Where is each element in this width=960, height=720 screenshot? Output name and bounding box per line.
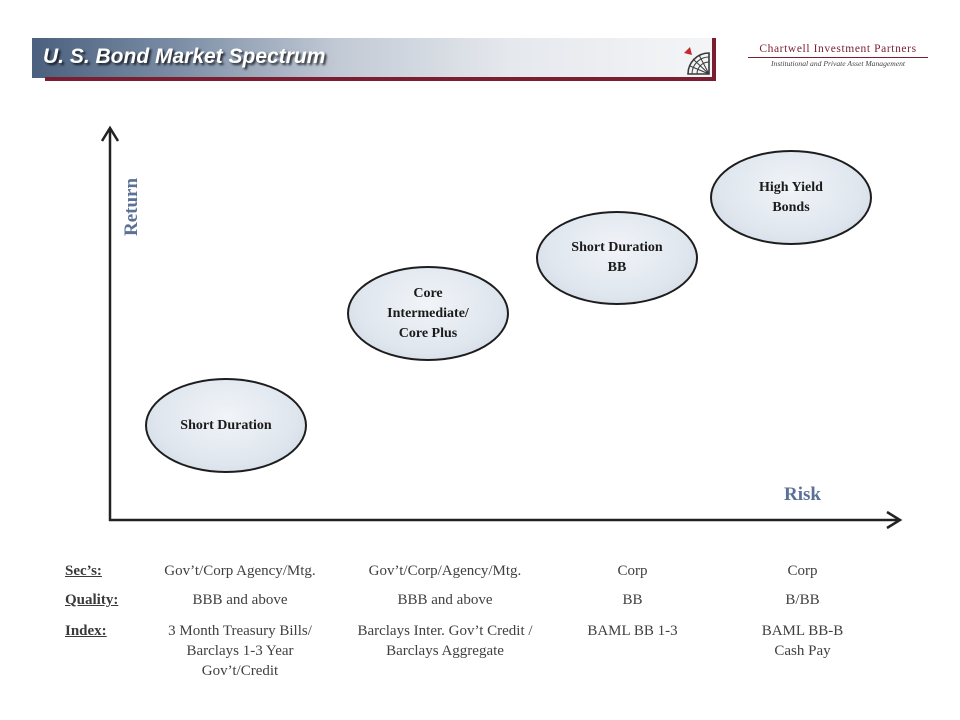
row-label-index: Index: [65,623,107,639]
title-underline [45,77,716,81]
index-line: Barclays Aggregate [386,643,504,659]
cell-secs: Corp [617,563,648,579]
brand-name: Chartwell Investment Partners [748,43,928,58]
x-axis-arrowhead [886,510,903,530]
page-title: U. S. Bond Market Spectrum [43,45,326,68]
index-line: Gov’t/Credit [201,663,279,679]
cell-index: BAML BB 1-3 [570,621,695,641]
index-line: BAML BB-B [761,623,844,639]
cell-secs: Gov’t/Corp Agency/Mtg. [164,563,316,579]
cell-index: 3 Month Treasury Bills/ Barclays 1-3 Yea… [140,621,340,681]
node-label-line: Intermediate/ [387,305,469,321]
cell-index: BAML BB-B Cash Pay [730,621,875,661]
row-label-quality: Quality: [65,592,119,608]
cell-secs: Corp [787,563,818,579]
node-high-yield: High Yield Bonds [710,150,872,245]
node-label-line: Short Duration [180,417,272,433]
compass-logo-icon [684,47,710,75]
cell-quality: B/BB [785,592,820,608]
brand-block: Chartwell Investment Partners Institutio… [748,43,928,68]
index-line: Barclays Inter. Gov’t Credit / [357,623,533,639]
row-label-secs: Sec’s: [65,563,102,579]
y-axis-arrowhead [100,125,120,142]
node-label-line: Core Plus [398,325,458,341]
cell-quality: BBB and above [397,592,493,608]
node-short-duration: Short Duration [145,378,307,473]
index-line: BAML BB 1-3 [587,623,678,639]
index-line: Cash Pay [774,643,831,659]
node-label-line: Short Duration [571,240,663,255]
cell-quality: BB [622,592,643,608]
node-label-line: Bonds [772,199,810,215]
node-label-line: BB [607,260,627,275]
brand-tagline: Institutional and Private Asset Manageme… [771,59,905,68]
index-line: Barclays 1-3 Year [186,643,294,659]
node-label-line: Core [413,285,443,301]
cell-quality: BBB and above [192,592,288,608]
node-label-line: High Yield [759,179,823,195]
y-axis-label: Return [121,177,142,237]
x-axis-label: Risk [784,484,821,505]
title-right-bar [712,38,716,81]
node-core-intermediate: Core Intermediate/ Core Plus [347,266,509,361]
cell-index: Barclays Inter. Gov’t Credit / Barclays … [335,621,555,661]
cell-secs: Gov’t/Corp/Agency/Mtg. [368,563,522,579]
index-line: 3 Month Treasury Bills/ [168,623,312,639]
title-bar [32,38,714,78]
node-short-duration-bb: Short Duration BB [536,211,698,305]
